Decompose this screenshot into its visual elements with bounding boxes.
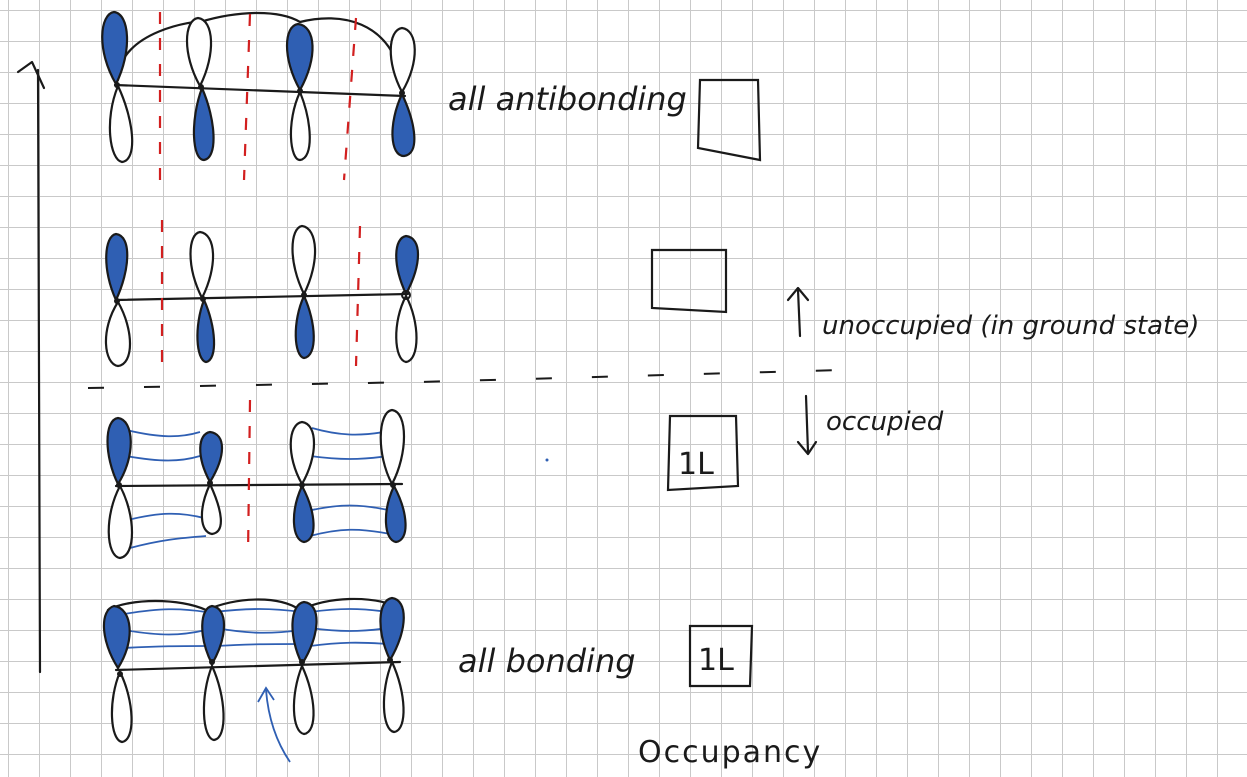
label-occupancy: Occupancy [638, 735, 822, 770]
bonding-lines [123, 608, 389, 649]
down-arrow-icon [796, 394, 818, 456]
p-orbital [101, 10, 134, 164]
p-orbital [389, 26, 416, 158]
p-orbital [106, 416, 134, 560]
occupancy-box-top [696, 78, 762, 162]
energy-axis-arrow [16, 60, 46, 674]
label-bonding: all bonding [458, 642, 636, 680]
p-orbital [199, 430, 223, 536]
p-orbital [104, 232, 132, 368]
p-orbital [291, 600, 318, 736]
mo-level-bonding [102, 596, 405, 763]
p-orbital [201, 604, 225, 742]
box-electrons: 1L [698, 643, 734, 678]
box-electrons: 1L [678, 447, 714, 482]
mo-level-3 [106, 399, 407, 560]
p-orbital [189, 230, 216, 364]
label-occupied: occupied [826, 407, 944, 437]
homo-lumo-separator [87, 369, 841, 389]
occupancy-box-third: 1L [666, 414, 740, 492]
mo-level-antibonding [101, 10, 416, 185]
p-orbital [291, 224, 317, 360]
bond-pointer-arrow [257, 686, 291, 763]
p-orbital [185, 16, 215, 162]
p-orbital [379, 596, 405, 734]
occupancy-box-bottom: 1L [688, 624, 754, 688]
p-orbital [379, 408, 407, 544]
label-antibonding: all antibonding [448, 80, 687, 118]
label-unoccupied: unoccupied (in ground state) [822, 311, 1199, 341]
occupancy-box-second [650, 248, 728, 314]
p-orbital [289, 420, 315, 544]
p-orbital [395, 234, 419, 364]
stray-ink-dot [545, 458, 549, 462]
p-orbital [102, 604, 133, 744]
up-arrow-icon [786, 286, 810, 338]
mo-level-2 [104, 220, 419, 370]
bonding-lines [125, 427, 391, 549]
p-orbital [285, 22, 314, 162]
